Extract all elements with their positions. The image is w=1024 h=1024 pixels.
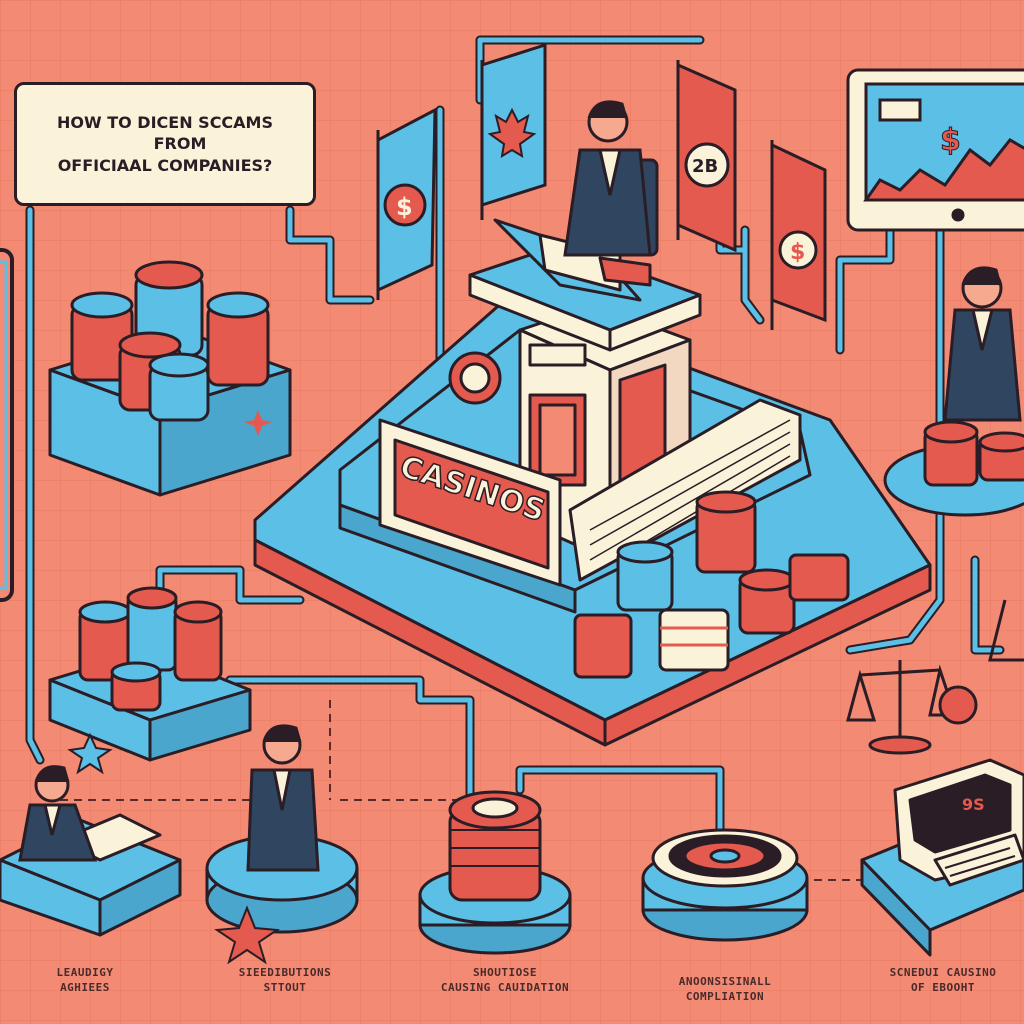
chip-stacks-platform bbox=[448, 351, 850, 679]
balance-scale bbox=[846, 599, 1024, 755]
caption-1: LEAUDIGY AGHIEES bbox=[56, 966, 114, 994]
flag-left-symbol: $ bbox=[396, 193, 413, 221]
chip-table-right bbox=[883, 420, 1024, 517]
caption-5: SCNEDUI CAUSINO OF EBOOHT bbox=[889, 966, 997, 994]
monitor bbox=[846, 68, 1024, 232]
caption-4: ANOONSISINALL COMPLIATION bbox=[678, 975, 772, 1003]
person-1 bbox=[18, 765, 98, 862]
laptop bbox=[493, 218, 652, 302]
title-line-1: HOW TO DICEN SCCAMS bbox=[57, 112, 273, 132]
star-small-left bbox=[244, 410, 272, 436]
flag-number-label: 2B bbox=[692, 156, 718, 177]
seated-person-right bbox=[943, 266, 1022, 422]
person-2 bbox=[246, 724, 320, 872]
title-line-3: OFFICIAAL COMPANIES? bbox=[57, 155, 273, 175]
title-callout: HOW TO DICEN SCCAMS FROM OFFICIAAL COMPA… bbox=[14, 82, 316, 206]
pedestal-3 bbox=[418, 790, 572, 955]
operator-person bbox=[563, 100, 659, 257]
flag-right-symbol: $ bbox=[790, 240, 805, 265]
caption-3: SHOUTIOSE CAUSING CAUIDATION bbox=[440, 966, 570, 994]
casinos-sign bbox=[378, 418, 562, 587]
caption-2: SIEEDIBUTIONS STTOUT bbox=[238, 966, 332, 994]
flag-number bbox=[676, 60, 737, 253]
flag-maple-leaf bbox=[480, 42, 547, 220]
slot-display: 9S bbox=[962, 795, 985, 814]
flag-dollar-left bbox=[376, 107, 437, 300]
chip-tray-middle-left bbox=[48, 586, 252, 762]
monitor-symbol: $ bbox=[940, 123, 961, 158]
star-bottom-left bbox=[67, 732, 113, 775]
pedestal-5 bbox=[860, 758, 1024, 957]
chip-stacks-upper-left bbox=[70, 260, 270, 422]
pedestal-4 bbox=[641, 828, 809, 942]
title-line-2: FROM bbox=[153, 134, 207, 154]
flag-dollar-right bbox=[770, 140, 827, 330]
